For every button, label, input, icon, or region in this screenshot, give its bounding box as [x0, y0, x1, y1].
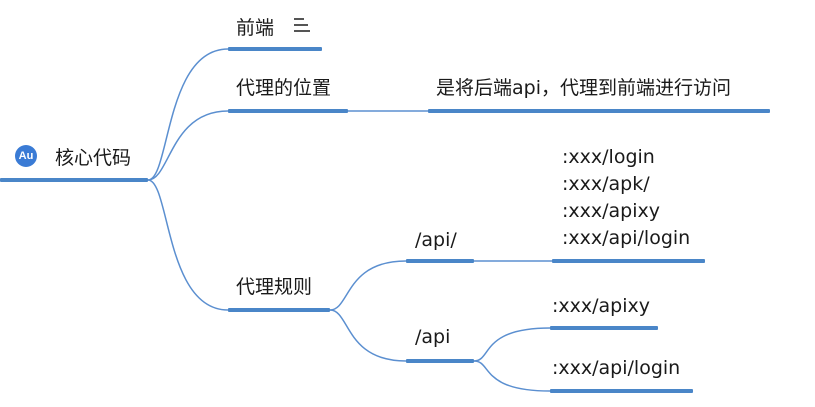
node-proxy-location-note-underline: [428, 109, 770, 113]
node-rule-slash-matches-underline: [552, 259, 705, 263]
node-proxy-location-label[interactable]: 代理的位置: [236, 77, 332, 99]
connector-root-proxy-rules: [147, 179, 229, 311]
au-badge-icon: Au: [15, 145, 37, 167]
node-rule-slash-matches[interactable]: :xxx/login :xxx/apk/ :xxx/apixy :xxx/api…: [562, 144, 690, 252]
node-rule-plain-match-a-underline: [550, 326, 658, 330]
connector-rules-slash: [329, 260, 407, 311]
connector-rules-plain: [329, 309, 407, 362]
node-rule-plain-underline: [406, 359, 474, 363]
match-item: :xxx/api/login: [562, 227, 691, 249]
node-proxy-rules-underline: [228, 308, 330, 312]
match-item: :xxx/login: [562, 146, 655, 168]
node-rule-plain-match-a[interactable]: :xxx/apixy: [552, 295, 651, 317]
node-proxy-location-note[interactable]: 是将后端api，代理到前端进行访问: [436, 77, 731, 99]
menu-icon[interactable]: [294, 18, 310, 32]
connector-plain-b: [473, 360, 551, 392]
node-rule-plain-match-b-underline: [550, 389, 693, 393]
match-item: :xxx/apk/: [562, 173, 650, 195]
node-frontend-underline: [228, 47, 322, 51]
node-proxy-rules-label[interactable]: 代理规则: [236, 276, 313, 298]
connector-root-frontend: [147, 48, 229, 181]
node-rule-slash-label[interactable]: /api/: [415, 229, 457, 251]
root-label[interactable]: 核心代码: [55, 147, 132, 169]
node-proxy-location-underline: [228, 109, 348, 113]
connector-plain-a: [473, 327, 551, 362]
node-frontend-label[interactable]: 前端: [236, 17, 275, 39]
match-item: :xxx/apixy: [562, 200, 661, 222]
node-rule-plain-label[interactable]: /api: [415, 326, 451, 348]
root-underline: [0, 178, 148, 182]
node-rule-plain-match-b[interactable]: :xxx/api/login: [552, 357, 681, 379]
node-rule-slash-underline: [406, 259, 474, 263]
connector-root-proxy-location: [147, 110, 229, 181]
